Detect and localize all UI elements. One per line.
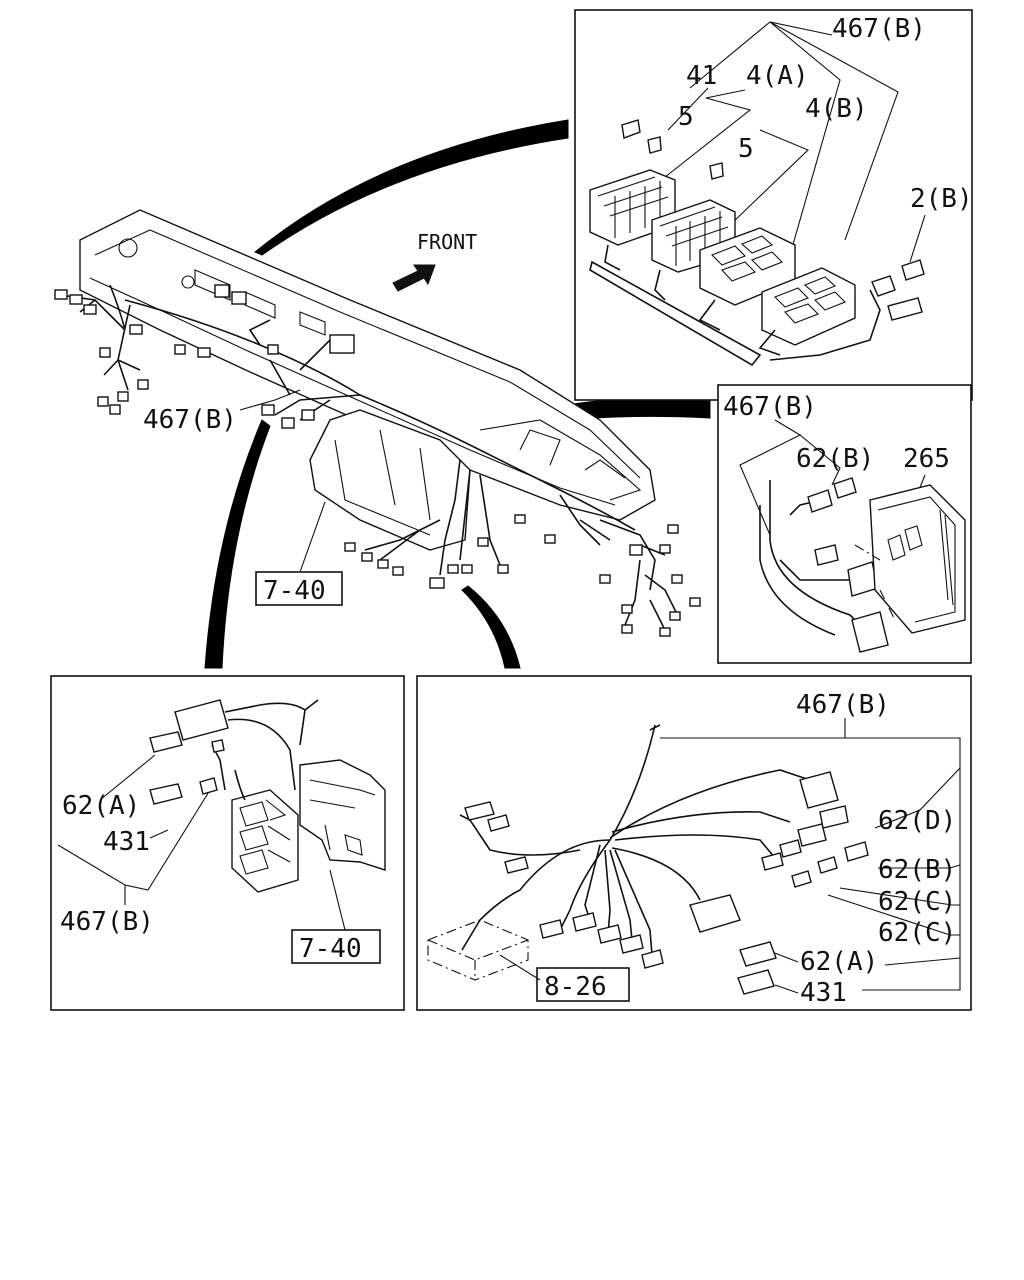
callout-62b-mid: 62(B) [796,444,874,474]
callout-2b: 2(B) [910,184,973,214]
callout-62a-right: 62(A) [800,947,878,977]
ref-box-7-40-main [255,571,343,606]
ref-box-8-26 [536,967,630,1002]
callout-467b-top: 467(B) [832,14,926,44]
callout-431-left: 431 [103,827,150,857]
callout-62b-right: 62(B) [878,855,956,885]
svg-text:8-26: 8-26 [544,972,607,1002]
callout-arc-top [254,119,569,256]
svg-text:7-40: 7-40 [263,576,326,606]
harness-trunk [559,724,656,931]
callout-arc-bottom [461,585,521,669]
module-8-26 [427,919,529,981]
relay-block-2 [758,267,856,356]
panel-bottom-right: 467(B) 62(D) 62(B) 62(C) 62(C) 62(A) 431 [416,675,972,1011]
callout-5-lower: 5 [738,134,754,164]
callout-265: 265 [903,444,950,474]
callout-41: 41 [686,61,717,91]
callout-4b: 4(B) [805,94,868,124]
front-label: FRONT [417,230,477,254]
front-arrow-icon [392,264,436,292]
callout-467b-left: 467(B) [60,907,154,937]
bracket-7-40 [299,759,386,871]
callout-4a: 4(A) [746,61,809,91]
relay-block-left [231,789,299,893]
callout-62a-left: 62(A) [62,791,140,821]
panel-fuse-relay-block: 467(B) 41 4(A) 5 4(B) 5 2(B) [574,9,973,401]
panel-bottom-right-frame [416,675,972,1011]
callout-467b-main: 467(B) [143,405,237,435]
main-harness-run [109,284,636,531]
bottom-right-connectors [464,771,869,995]
svg-text:7-40: 7-40 [299,934,362,964]
callout-62c-1: 62(C) [878,887,956,917]
callout-62d: 62(D) [878,806,956,836]
callout-arc-left [204,419,271,669]
panel-bottom-left: 62(A) 431 467(B) 7-40 [50,675,405,1011]
callout-5-upper: 5 [678,102,694,132]
panel-connector-265: 467(B) 62(B) 265 [717,384,972,664]
main-view: FRONT 467(B) 7-40 [54,209,701,637]
ref-box-7-40-left [291,929,381,964]
callout-431-right: 431 [800,978,847,1008]
main-view-connectors [54,284,701,637]
callout-467b-mid: 467(B) [723,392,817,422]
callout-467b-right: 467(B) [796,690,890,720]
